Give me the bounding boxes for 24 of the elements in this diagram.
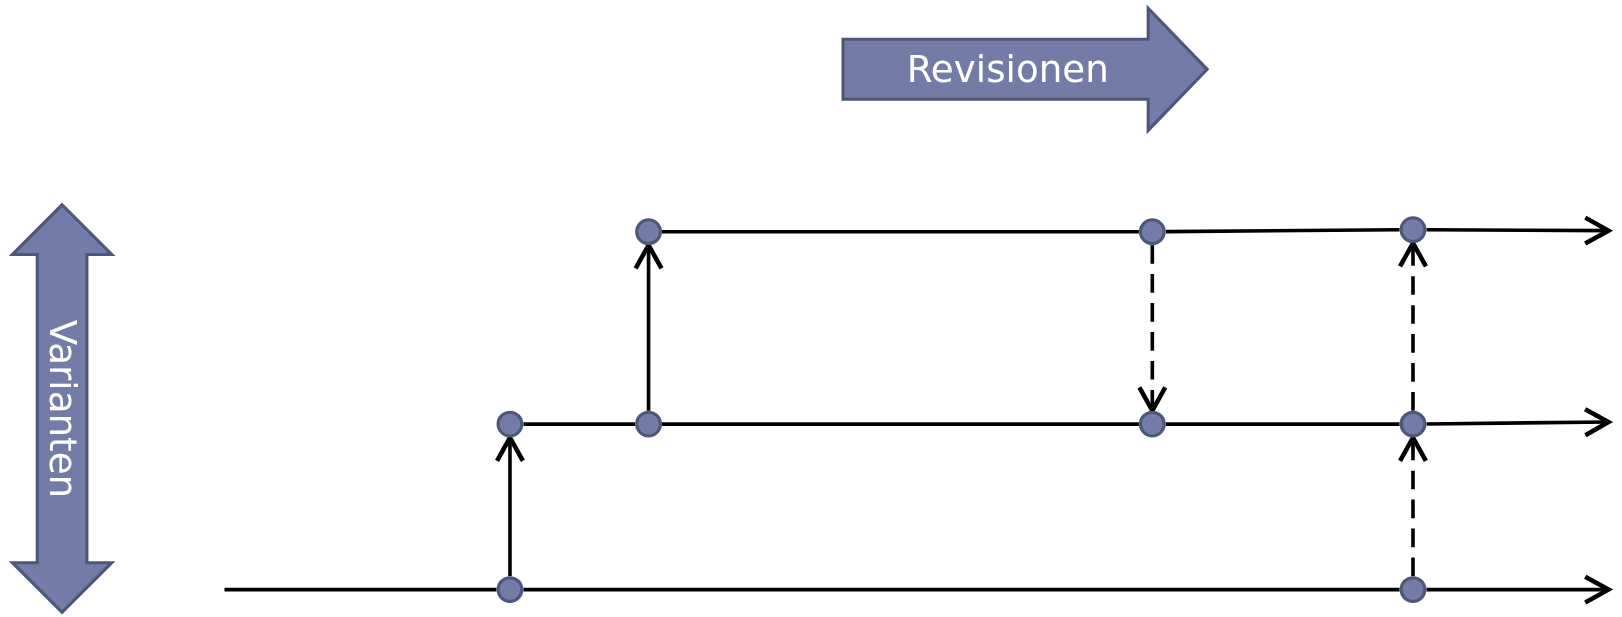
arrow [1426,574,1611,605]
version-dot [1138,218,1166,246]
version-dot [1138,410,1166,438]
connector-line [1165,422,1400,426]
connector-line [662,229,1139,234]
version-dot [496,410,524,438]
arrow [494,435,526,577]
version-dot [635,218,662,246]
arrow [1137,245,1168,413]
connector-line [224,587,497,592]
version-dot [496,576,524,604]
arrow [1397,435,1429,577]
arrow-label: Varianten [43,319,81,498]
arrow [1426,407,1611,438]
connector-line [523,587,1400,592]
connector-line [523,422,636,426]
connector-line [662,422,1139,426]
connector-line [1165,227,1400,234]
arrow [1426,215,1611,246]
version-dot [1399,576,1427,604]
version-dot [1399,216,1427,244]
arrow-label: Revisionen [906,50,1109,88]
version-dot [1399,410,1427,438]
version-dot [635,410,662,438]
